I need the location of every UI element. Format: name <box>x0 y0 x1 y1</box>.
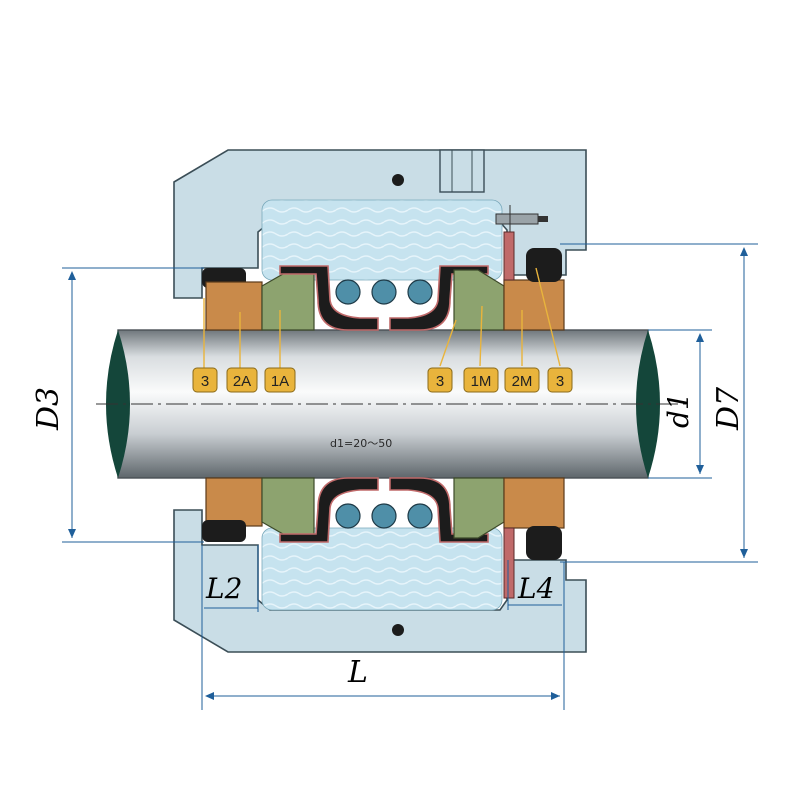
svg-text:3: 3 <box>201 373 209 390</box>
shaft: d1=20～50 <box>96 329 690 479</box>
dimensions <box>62 243 758 710</box>
o-ring-right-lower <box>526 526 562 560</box>
part-badge-2a: 2A <box>226 367 258 393</box>
dim-label-d7: D7 <box>711 386 746 431</box>
housing-o-ring-bottom <box>392 624 404 636</box>
seat-retainer-right-lower <box>503 527 515 599</box>
stationary-seat-left-upper <box>205 281 263 331</box>
spring-coil-1-lower <box>335 503 361 529</box>
svg-text:3: 3 <box>436 373 444 390</box>
flush-port <box>439 149 485 193</box>
o-ring-left-lower <box>202 520 246 542</box>
part-badge-1a: 1A <box>264 367 296 393</box>
part-badge-3-right-b: 3 <box>547 367 573 393</box>
part-badge-3-right-a: 3 <box>427 367 453 393</box>
spring-coil-2-lower <box>371 503 397 529</box>
part-badge-1m: 1M <box>463 367 499 393</box>
stationary-seat-right-upper <box>503 279 565 331</box>
spring-coil-3-upper <box>407 279 433 305</box>
o-ring-right-upper <box>526 248 562 282</box>
housing-o-ring-top <box>392 174 404 186</box>
svg-text:3: 3 <box>556 373 564 390</box>
dim-label-l2: L2 <box>205 572 242 605</box>
part-badge-2m: 2M <box>504 367 540 393</box>
svg-text:1A: 1A <box>271 373 289 390</box>
part-labels: 3 2A 1A 3 1M 2M 3 <box>192 267 573 393</box>
dim-label-d3: D3 <box>31 387 66 431</box>
stationary-seat-right-lower <box>503 477 565 529</box>
dim-label-l4: L4 <box>517 572 554 605</box>
bellows-right-upper <box>389 265 489 331</box>
dim-label-d1: d1 <box>662 392 695 428</box>
seal-housing <box>173 149 587 653</box>
bellows-left-lower <box>279 477 379 543</box>
spring-coil-2-upper <box>371 279 397 305</box>
dim-label-l: L <box>347 655 368 690</box>
shaft-spec-label: d1=20～50 <box>330 437 392 450</box>
spring-coil-1-upper <box>335 279 361 305</box>
seal-upper-half <box>202 231 565 331</box>
seat-retainer-right-upper <box>503 231 515 281</box>
bellows-left-upper <box>279 265 379 331</box>
bellows-right-lower <box>389 477 489 543</box>
svg-text:2M: 2M <box>512 373 533 390</box>
stationary-seat-left-lower <box>205 477 263 527</box>
svg-text:2A: 2A <box>233 373 251 390</box>
part-badge-3-left: 3 <box>192 367 218 393</box>
svg-text:1M: 1M <box>471 373 492 390</box>
spring-coil-3-lower <box>407 503 433 529</box>
seal-lower-half <box>202 477 565 599</box>
